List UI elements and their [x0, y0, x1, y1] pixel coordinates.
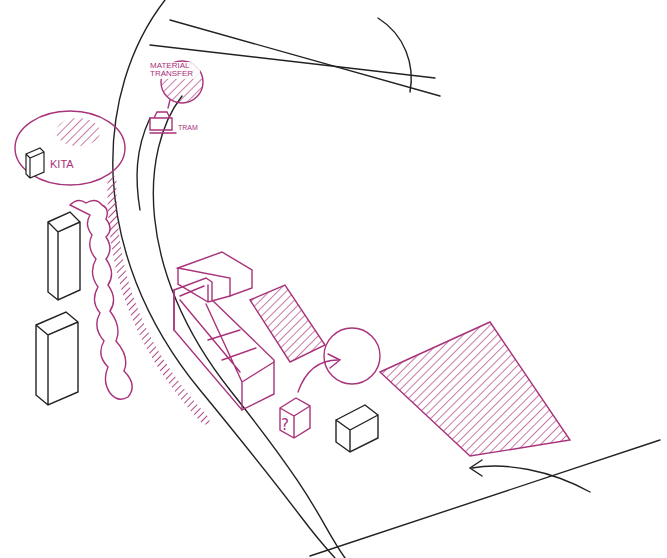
- tram-note: TRAM: [178, 124, 208, 131]
- unknown-building: ?: [276, 392, 312, 440]
- kita-zone: KITA: [14, 110, 126, 186]
- node-label: KITA: [50, 158, 74, 170]
- node-outline: [14, 110, 126, 186]
- node-label: ?: [281, 416, 289, 434]
- transfer-note: MATERIAL TRANSFER: [150, 62, 200, 79]
